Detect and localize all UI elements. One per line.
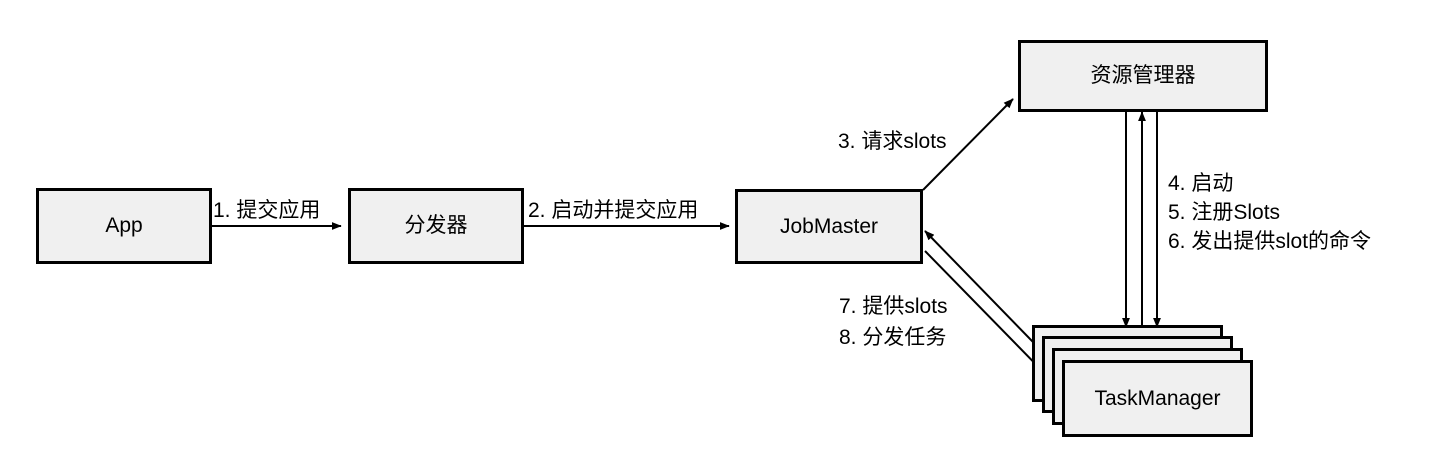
node-taskmanager-label: TaskManager [1094, 386, 1221, 410]
edge-label-step5: 5. 注册Slots [1168, 201, 1281, 224]
edge-label-step3: 3. 请求slots [838, 130, 947, 153]
node-resourcemanager[interactable]: 资源管理器 [1018, 40, 1268, 112]
edge-label-step2: 2. 启动并提交应用 [528, 199, 699, 222]
node-jobmaster[interactable]: JobMaster [735, 189, 923, 264]
edge-label-step4: 4. 启动 [1168, 172, 1234, 195]
edge-label-step7: 7. 提供slots [839, 295, 948, 318]
node-taskmanager[interactable]: TaskManager [1062, 360, 1253, 437]
edge-label-step8: 8. 分发任务 [839, 326, 947, 349]
node-dispatcher[interactable]: 分发器 [348, 188, 524, 264]
edge-jobmaster-to-resourcemanager [922, 98, 1014, 191]
node-jobmaster-label: JobMaster [779, 214, 879, 238]
edge-label-step1: 1. 提交应用 [213, 199, 321, 222]
node-app[interactable]: App [36, 188, 212, 264]
node-dispatcher-label: 分发器 [404, 214, 468, 238]
node-resourcemanager-label: 资源管理器 [1090, 64, 1196, 88]
edge-label-step6: 6. 发出提供slot的命令 [1168, 230, 1372, 253]
node-app-label: App [105, 214, 143, 238]
